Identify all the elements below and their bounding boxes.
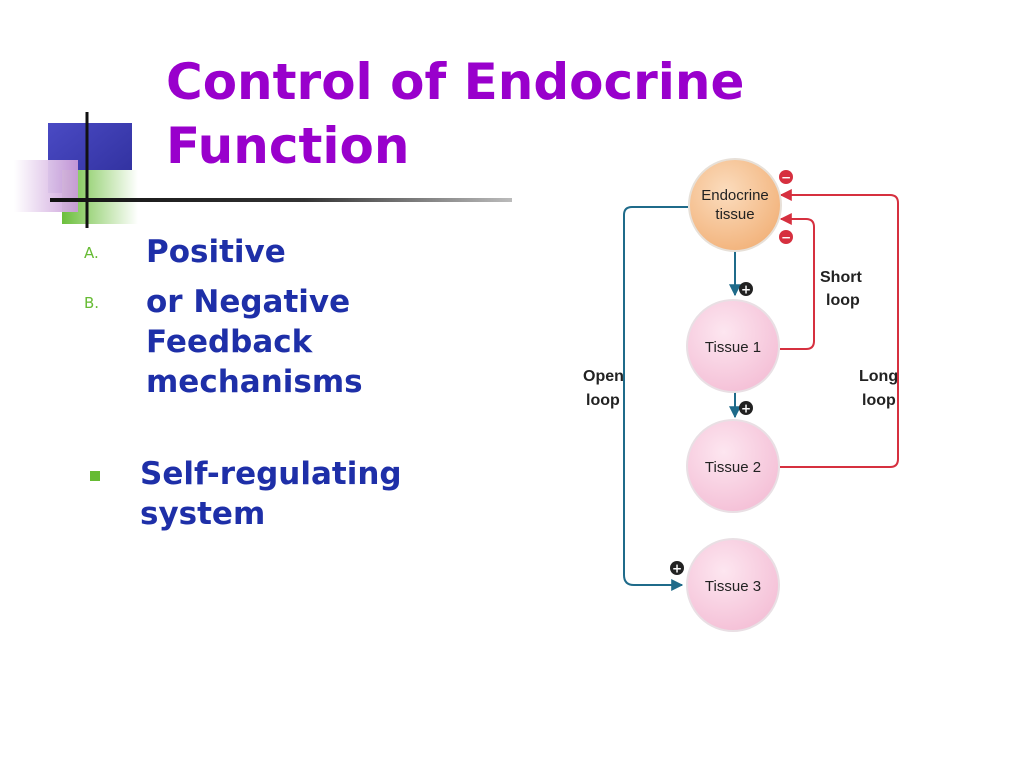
bullet-b-line-3: mechanisms bbox=[146, 364, 363, 400]
deco-pink-square bbox=[14, 160, 78, 212]
endocrine-label-line-2: tissue bbox=[715, 206, 754, 223]
slide-title: Control of Endocrine Function bbox=[166, 50, 744, 178]
bullet-text-a: Positive bbox=[146, 232, 286, 272]
plus-sign-tissue2: + bbox=[739, 401, 753, 416]
minus-sign-long-loop: − bbox=[779, 170, 793, 185]
bullet-item-square: Self-regulating system bbox=[84, 454, 484, 534]
bullet-marker-a: A. bbox=[84, 244, 99, 262]
bullet-c-line-2: system bbox=[140, 496, 266, 532]
endocrine-label-line-1: Endocrine bbox=[701, 187, 769, 204]
square-bullet-marker bbox=[90, 471, 100, 481]
svg-text:+: + bbox=[741, 283, 751, 297]
bullet-item-a: A. Positive bbox=[84, 232, 484, 272]
endocrine-tissue-node: Endocrine tissue bbox=[688, 158, 782, 252]
open-loop-label-line-1: Open bbox=[583, 368, 624, 385]
short-loop-label-line-1: Short bbox=[820, 269, 862, 286]
tissue-3-node: Tissue 3 bbox=[686, 538, 780, 632]
bullet-b-line-2: Feedback bbox=[146, 324, 313, 360]
bullet-item-b: B. or Negative Feedback mechanisms bbox=[84, 282, 484, 402]
bullet-b-line-1: or Negative bbox=[146, 284, 351, 320]
svg-text:−: − bbox=[781, 171, 791, 185]
plus-sign-tissue3: + bbox=[670, 561, 684, 576]
bullet-a-line-1: Positive bbox=[146, 234, 286, 270]
tissue-1-node: Tissue 1 bbox=[686, 299, 780, 393]
bullet-c-line-1: Self-regulating bbox=[140, 456, 402, 492]
minus-sign-short-loop: − bbox=[779, 230, 793, 245]
open-loop-label-line-2: loop bbox=[586, 392, 620, 409]
tissue-1-label: Tissue 1 bbox=[705, 339, 761, 356]
long-loop-label-line-1: Long bbox=[859, 368, 898, 385]
plus-sign-tissue1: + bbox=[739, 282, 753, 297]
corner-decoration bbox=[14, 112, 138, 228]
bullet-marker-b: B. bbox=[84, 294, 100, 312]
long-loop-label-line-2: loop bbox=[862, 392, 896, 409]
bullet-text-b: or Negative Feedback mechanisms bbox=[146, 282, 363, 402]
bullet-list: A. Positive B. or Negative Feedback mech… bbox=[84, 232, 484, 544]
tissue-2-node: Tissue 2 bbox=[686, 419, 780, 513]
svg-text:+: + bbox=[741, 402, 751, 416]
svg-text:−: − bbox=[781, 231, 791, 245]
title-underline bbox=[50, 198, 512, 202]
title-line-2: Function bbox=[166, 117, 410, 175]
tissue-3-label: Tissue 3 bbox=[705, 578, 761, 595]
bullet-text-self-regulating: Self-regulating system bbox=[140, 454, 402, 534]
short-loop-label-line-2: loop bbox=[826, 292, 860, 309]
open-loop-arrow bbox=[623, 206, 688, 591]
title-line-1: Control of Endocrine bbox=[166, 53, 745, 111]
feedback-loop-diagram: Endocrine tissue Tissue 1 Tissue 2 Tissu… bbox=[583, 158, 899, 632]
tissue-2-label: Tissue 2 bbox=[705, 459, 761, 476]
short-loop-arrow bbox=[779, 213, 815, 350]
svg-text:+: + bbox=[672, 562, 682, 576]
long-loop-arrow bbox=[779, 189, 899, 468]
